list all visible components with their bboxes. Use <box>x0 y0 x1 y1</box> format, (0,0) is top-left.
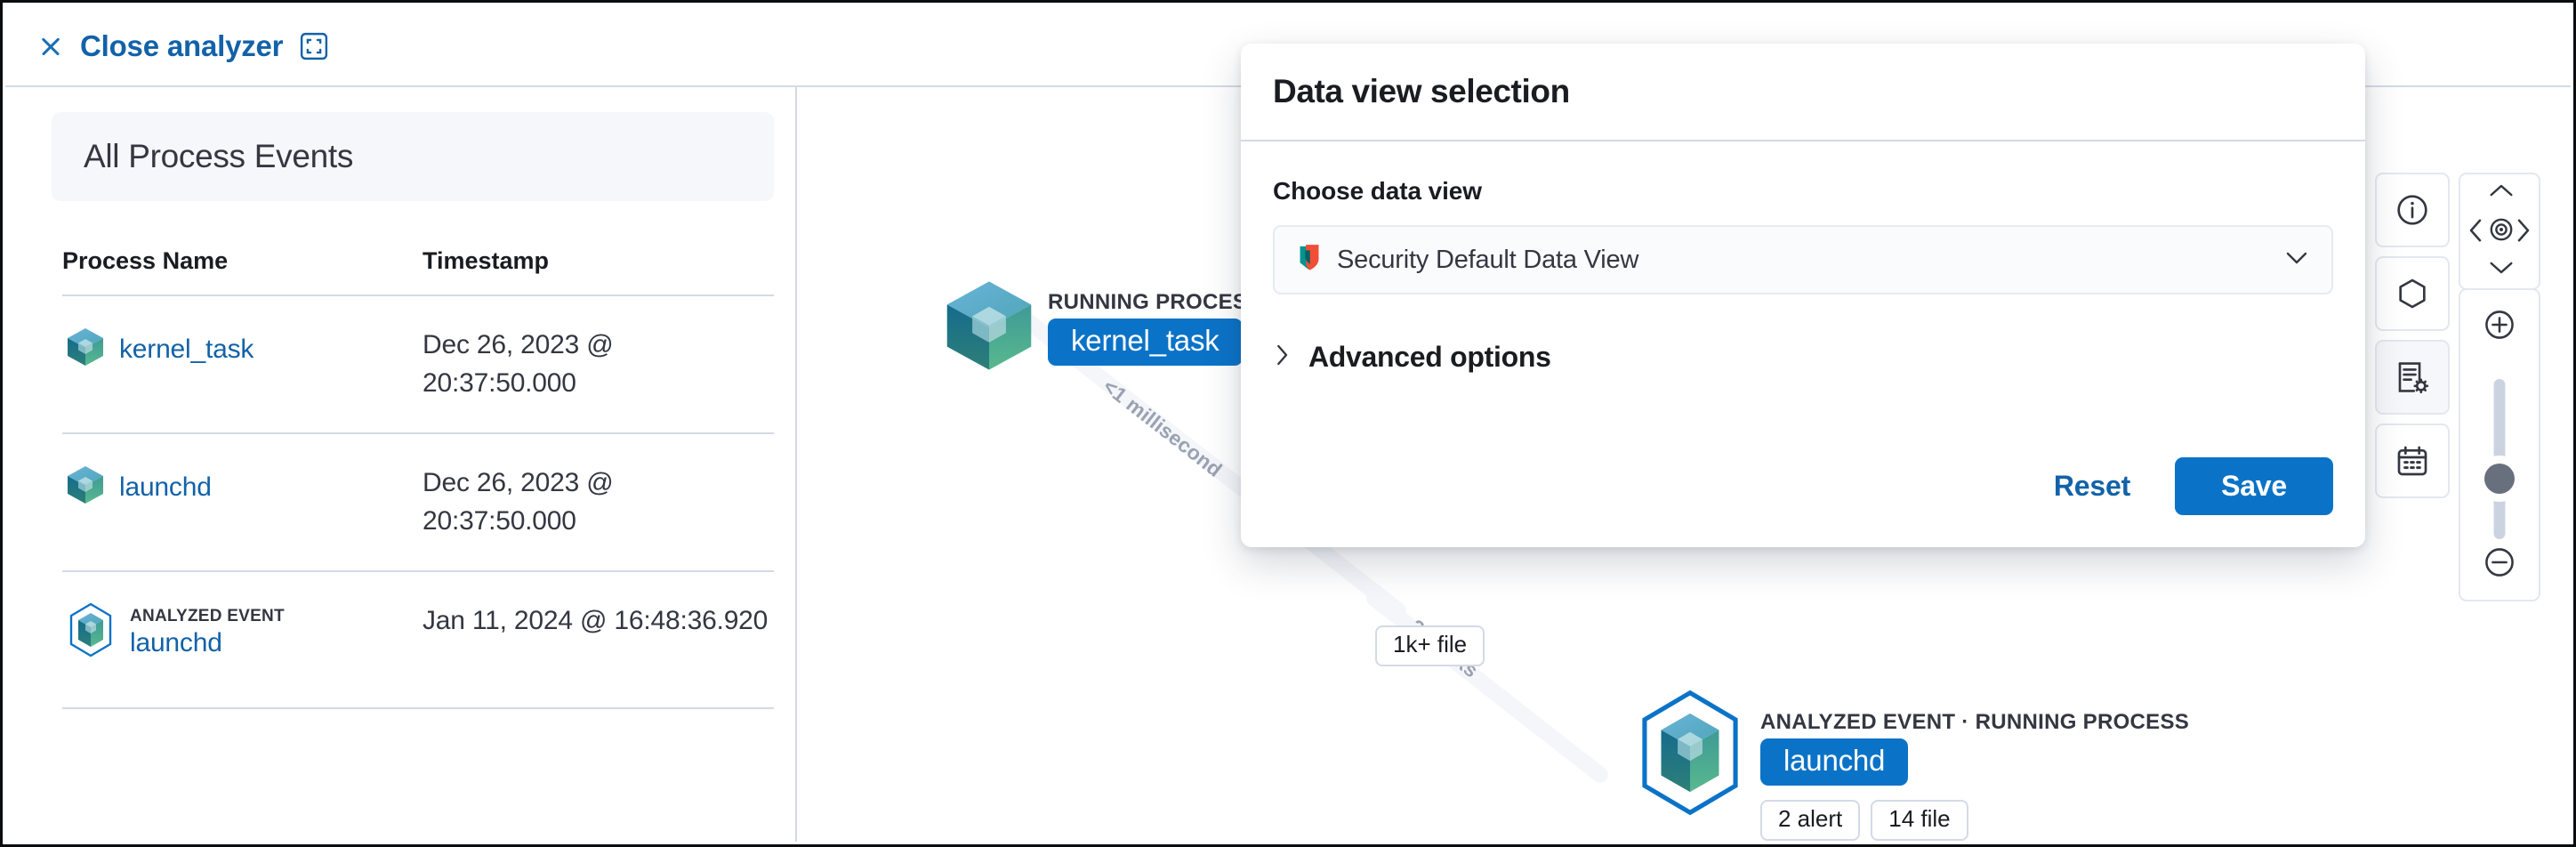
column-header-process-name: Process Name <box>62 247 229 274</box>
graph-edge <box>1363 586 1612 786</box>
chevron-down-icon[interactable] <box>2488 259 2515 281</box>
process-cube-icon <box>66 464 105 510</box>
graph-edge-label: <1 millisecond <box>1099 374 1227 482</box>
process-name-link[interactable]: launchd <box>119 472 212 502</box>
save-button[interactable]: Save <box>2175 457 2333 515</box>
process-cube-icon <box>943 277 1035 379</box>
process-name-link[interactable]: launchd <box>130 627 222 657</box>
calendar-icon[interactable] <box>2375 424 2450 498</box>
cell-timestamp: Jan 11, 2024 @ 16:48:36.920 <box>423 606 769 636</box>
modal-title: Data view selection <box>1273 73 1570 109</box>
process-events-table: Process Name Timestamp <box>62 247 774 710</box>
reset-button[interactable]: Reset <box>2045 464 2139 508</box>
data-view-selection-modal: Data view selection Choose data view Sec… <box>1241 44 2365 547</box>
elastic-security-shield-icon <box>1296 243 1323 278</box>
file-count-badge[interactable]: 14 file <box>1871 800 1968 841</box>
pan-control-pad[interactable] <box>2459 173 2540 290</box>
graph-node-launchd[interactable]: ANALYZED EVENT · RUNNING PROCESS launchd… <box>1632 682 2189 841</box>
chevron-up-icon[interactable] <box>2488 182 2515 204</box>
cell-process-name: kernel_task <box>62 327 423 372</box>
graph-node-badges: 2 alert 14 file <box>1760 800 2189 841</box>
data-view-settings-icon[interactable] <box>2375 340 2450 415</box>
file-count-badge[interactable]: 1k+ file <box>1375 625 1485 666</box>
graph-node-name-pill[interactable]: launchd <box>1760 738 1909 786</box>
close-analyzer-button[interactable]: Close analyzer <box>80 29 284 62</box>
hexagon-node-legend-icon[interactable] <box>2375 256 2450 331</box>
panel-title-box: All Process Events <box>52 112 774 201</box>
chevron-right-icon <box>1273 342 1291 373</box>
column-header-timestamp: Timestamp <box>423 247 550 274</box>
graph-node-name-pill[interactable]: kernel_task <box>1048 319 1243 366</box>
graph-tool-rail <box>2375 173 2450 498</box>
graph-nav-rail <box>2459 173 2540 601</box>
page-title: All Process Events <box>84 138 354 174</box>
process-events-panel: All Process Events Process Name Timestam… <box>5 87 797 842</box>
center-target-icon[interactable] <box>2487 215 2516 248</box>
zoom-control-pad[interactable] <box>2459 288 2540 601</box>
zoom-slider[interactable] <box>2484 464 2515 494</box>
table-header-row: Process Name Timestamp <box>62 247 774 294</box>
process-name-link[interactable]: kernel_task <box>119 334 254 364</box>
modal-header: Data view selection <box>1241 44 2365 141</box>
analyzed-event-tag: ANALYZED EVENT <box>130 606 285 625</box>
process-cube-icon <box>66 327 105 372</box>
cell-timestamp: Dec 26, 2023 @ 20:37:50.000 <box>423 468 614 536</box>
graph-node-kernel-task[interactable]: RUNNING PROCESS kernel_task <box>943 277 1262 379</box>
info-circle-icon[interactable] <box>2375 173 2450 247</box>
zoom-in-plus-icon[interactable] <box>2483 308 2516 346</box>
graph-node-kind-label: RUNNING PROCESS <box>1048 290 1262 314</box>
data-view-value: Security Default Data View <box>1337 245 1639 274</box>
cell-timestamp: Dec 26, 2023 @ 20:37:50.000 <box>423 330 614 398</box>
advanced-options-label: Advanced options <box>1308 341 1551 373</box>
choose-data-view-label: Choose data view <box>1273 177 1482 205</box>
table-row[interactable]: launchd Dec 26, 2023 @ 20:37:50.000 <box>62 432 774 570</box>
analyzed-process-cube-icon <box>66 602 116 662</box>
analyzed-process-cube-icon <box>1632 689 1748 821</box>
zoom-slider-track[interactable] <box>2493 379 2506 539</box>
chevron-left-icon[interactable] <box>2467 217 2484 248</box>
graph-node-kind-label: ANALYZED EVENT · RUNNING PROCESS <box>1760 710 2190 734</box>
cell-process-name: launchd <box>62 464 423 510</box>
modal-footer: Reset Save <box>2045 457 2333 515</box>
cell-process-name: ANALYZED EVENT launchd <box>62 602 423 662</box>
table-row[interactable]: ANALYZED EVENT launchd Jan 11, 2024 @ 16… <box>62 570 774 710</box>
alert-count-badge[interactable]: 2 alert <box>1760 800 1861 841</box>
advanced-options-toggle[interactable]: Advanced options <box>1273 341 2333 374</box>
chevron-down-icon[interactable] <box>2283 249 2310 271</box>
table-row[interactable]: kernel_task Dec 26, 2023 @ 20:37:50.000 <box>62 294 774 432</box>
chevron-right-icon[interactable] <box>2515 217 2532 248</box>
zoom-out-minus-icon[interactable] <box>2483 545 2516 584</box>
expand-fullscreen-icon[interactable] <box>299 31 329 61</box>
close-icon[interactable] <box>37 33 64 60</box>
data-view-select[interactable]: Security Default Data View <box>1273 225 2333 294</box>
modal-body: Choose data view Security Default Data V… <box>1241 141 2365 374</box>
